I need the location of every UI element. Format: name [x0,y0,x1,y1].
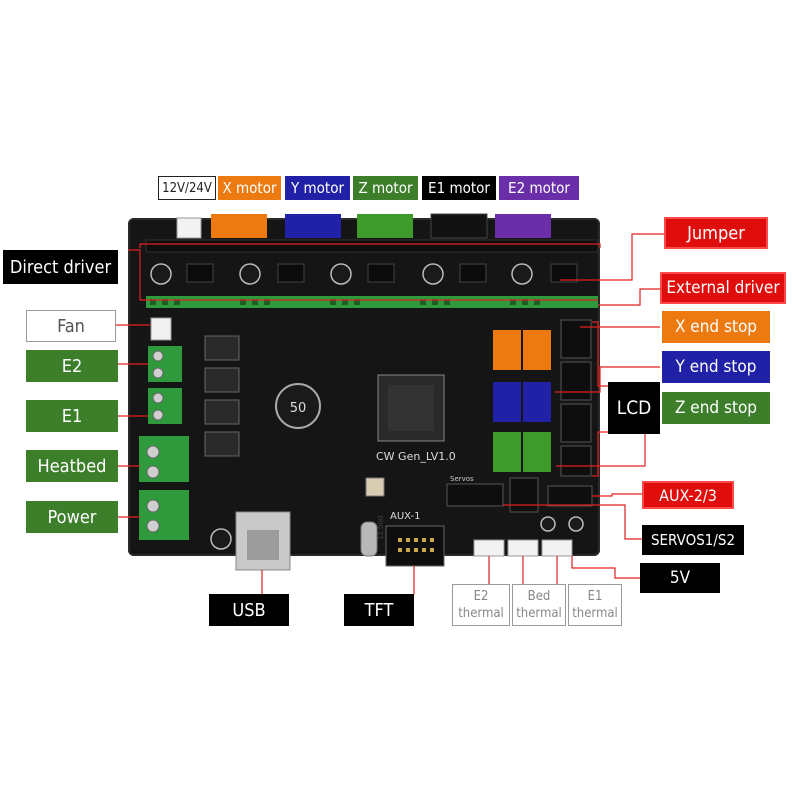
x-end-stop-label: X end stop [662,311,770,343]
heatbed-terminal [139,436,189,482]
e1-motor-connector [430,213,488,239]
e2-terminal [148,346,182,382]
fan-label: Fan [26,310,116,342]
lcd-header-2 [560,361,592,401]
z-motor-label: Z motor [353,176,418,200]
e2-thermal-line1: E2 [473,589,489,604]
inductor [275,383,321,429]
lcd-label: LCD [608,382,660,434]
external-driver-terminal-strip [146,296,598,308]
jumper-label: Jumper [664,217,768,249]
e2-label: E2 [26,350,118,382]
fan-connector [150,317,172,341]
y-endstop-connector-1 [493,382,521,422]
bed-thermal-line2: thermal [516,606,562,621]
y-motor-label: Y motor [285,176,350,200]
direct-driver-label: Direct driver [3,250,118,284]
servos-header [446,483,504,507]
leader-lines [116,233,664,596]
y-motor-connector [285,214,341,238]
bed-thermal-label: Bed thermal [512,584,566,626]
usb-label: USB [209,594,289,626]
e1-thermal-label: E1 thermal [568,584,622,626]
reset-button [365,477,385,497]
crystal-silk: 12.000 [377,516,385,541]
servos-silk: Servos [450,475,474,483]
aux1-silk: AUX-1 [390,511,420,522]
e1-motor-label: E1 motor [422,176,496,200]
driver-header-strip [145,239,599,253]
aux-label: AUX-2/3 [642,481,734,509]
e2-thermal-connector [473,539,505,557]
external-driver-label: External driver [660,272,786,304]
x-endstop-connector-1 [493,330,521,370]
supply-label: 12V/24V [158,176,216,200]
e1-terminal [148,388,182,424]
x-motor-label: X motor [218,176,281,200]
bed-thermal-connector [507,539,539,557]
heatbed-label: Heatbed [26,450,118,482]
e2-motor-label: E2 motor [499,176,579,200]
z-endstop-connector-1 [493,432,521,472]
servos-label: SERVOS1/S2 [642,525,744,555]
y-end-stop-label: Y end stop [662,351,770,383]
lcd-header-3 [560,403,592,443]
aux2-header [509,477,539,513]
e2-thermal-label: E2 thermal [452,584,510,626]
x-motor-connector [211,214,267,238]
z-endstop-connector-2 [523,432,551,472]
e1-label: E1 [26,400,118,432]
z-motor-connector [357,214,413,238]
aux3-header [547,485,593,507]
tft-header [385,525,445,567]
inductor-label: 50 [290,401,307,416]
z-end-stop-label: Z end stop [662,392,770,424]
e2-motor-connector [495,214,551,238]
power-label: Power [26,501,118,533]
e1-thermal-connector [541,539,573,557]
five-v-label: 5V [640,563,720,593]
usb-connector [235,511,291,571]
lcd-header-1 [560,319,592,359]
board-model-silk: CW Gen_LV1.0 [376,450,456,463]
bed-thermal-line1: Bed [527,589,551,604]
e1-thermal-line1: E1 [587,589,603,604]
e2-thermal-line2: thermal [458,606,504,621]
tft-label: TFT [344,594,414,626]
y-endstop-connector-2 [523,382,551,422]
power-in-connector [176,217,202,239]
power-terminal [139,490,189,540]
x-endstop-connector-2 [523,330,551,370]
lcd-header-4 [560,445,592,477]
e1-thermal-line2: thermal [572,606,618,621]
